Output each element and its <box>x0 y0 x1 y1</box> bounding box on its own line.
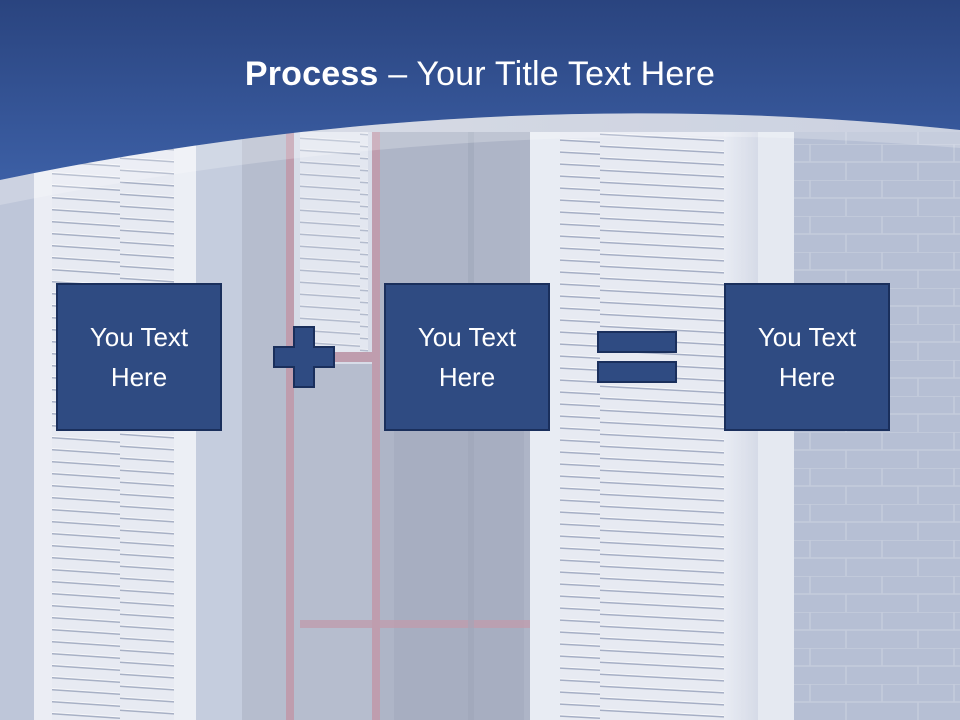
process-box-label: You Text Here <box>757 322 857 392</box>
equals-icon <box>597 331 677 383</box>
process-box-input-one[interactable]: You Text Here <box>56 283 222 431</box>
process-box-label: You Text Here <box>89 322 189 392</box>
title-emphasis: Process <box>244 55 379 93</box>
title-text: – Your Title Text Here <box>378 55 716 93</box>
slide-title: Process – Your Title Text Here <box>0 50 960 98</box>
plus-icon <box>273 326 335 388</box>
process-box-input-two[interactable]: You Text Here <box>384 283 550 431</box>
process-box-label: You Text Here <box>417 322 517 392</box>
process-box-result[interactable]: You Text Here <box>724 283 890 431</box>
